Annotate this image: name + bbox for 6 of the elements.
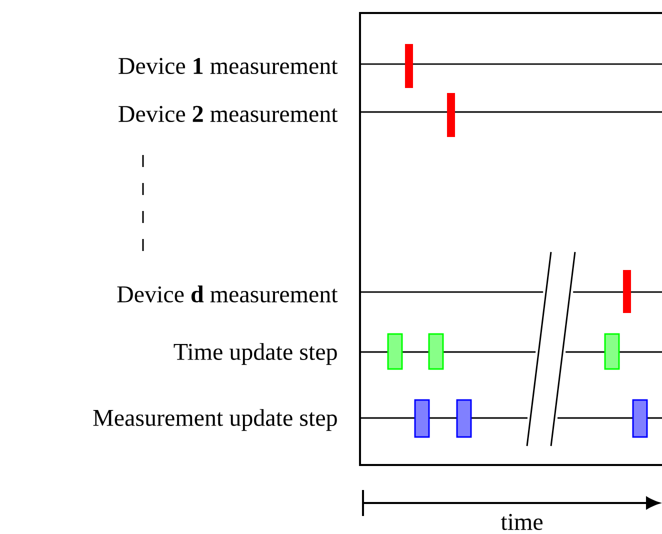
row-label: Device 1 measurement	[118, 58, 338, 74]
row-label: Device d measurement	[117, 286, 338, 302]
axis-label: time	[500, 514, 542, 530]
row-label: Time update step	[174, 343, 337, 365]
row-label: Measurement update step	[93, 409, 337, 431]
row-label: Device 2 measurement	[118, 106, 338, 122]
